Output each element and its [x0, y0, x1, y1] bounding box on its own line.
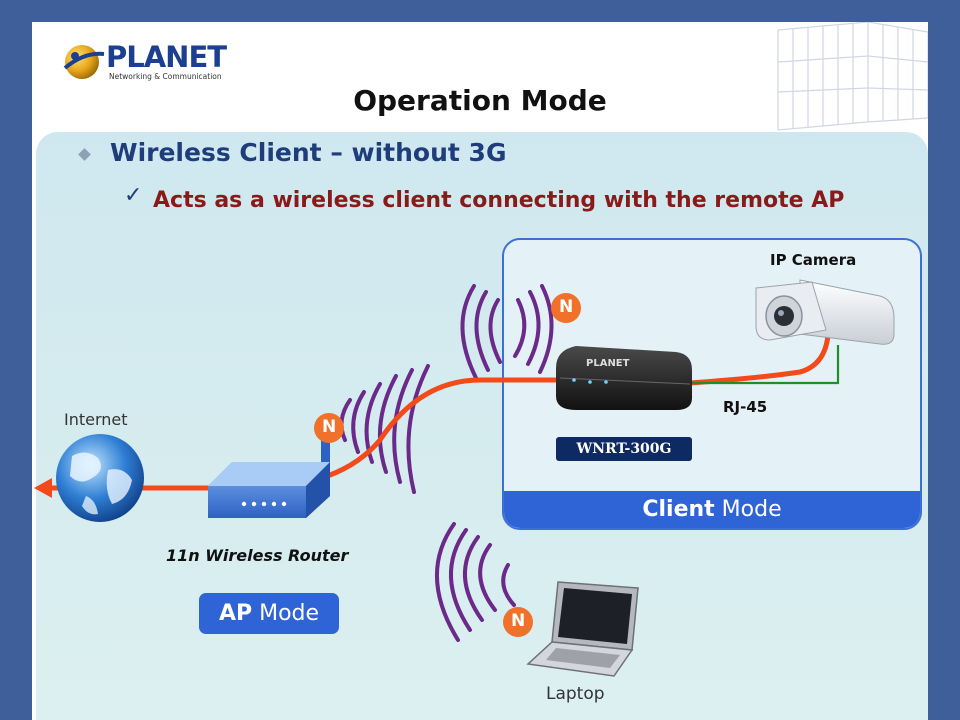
client-mode-suffix: Mode — [714, 497, 782, 522]
client-mode-label: Client Mode — [504, 491, 920, 528]
planet-logo: PLANET Networking & Communication — [62, 40, 227, 88]
wnrt-device-icon: PLANET — [556, 346, 692, 410]
wifi-badge-label: N — [559, 297, 574, 317]
rj45-cable — [690, 345, 840, 385]
subpoint-text: Acts as a wireless client connecting wit… — [153, 188, 845, 213]
brand-tagline: Networking & Communication — [109, 72, 222, 81]
internet-arrow-icon — [34, 478, 52, 498]
rj45-label: RJ-45 — [723, 398, 768, 416]
brand-name: PLANET — [106, 40, 227, 74]
globe-icon — [56, 434, 144, 522]
ap-mode-bold: AP — [218, 601, 253, 626]
device-model-label: WNRT-300G — [556, 437, 692, 461]
bullet-heading: Wireless Client – without 3G — [110, 138, 507, 167]
router-label: 11n Wireless Router — [166, 546, 349, 565]
wifi-badge-label: N — [322, 417, 337, 437]
checkmark-icon: ✓ — [124, 183, 143, 208]
client-mode-bold: Client — [642, 497, 715, 522]
wifi-signal-icon — [339, 364, 430, 494]
wifi-badge-label: N — [511, 611, 526, 631]
wifi-signal-icon — [435, 522, 516, 642]
ip-camera-icon — [755, 279, 895, 345]
ap-mode-label: AP Mode — [199, 593, 339, 634]
router-icon — [208, 420, 330, 518]
svg-text:PLANET: PLANET — [586, 358, 630, 369]
wifi-badge-icon — [314, 293, 581, 637]
laptop-label: Laptop — [546, 684, 605, 704]
planet-logo-icon — [63, 45, 105, 79]
data-link — [45, 332, 831, 491]
page-title: Operation Mode — [353, 84, 607, 117]
server-rack-decoration — [777, 22, 928, 131]
laptop-icon — [526, 581, 639, 677]
wifi-signal-icon — [460, 284, 554, 380]
ip-camera-label: IP Camera — [770, 251, 857, 269]
ap-mode-suffix: Mode — [252, 601, 320, 626]
internet-label: Internet — [64, 410, 128, 429]
